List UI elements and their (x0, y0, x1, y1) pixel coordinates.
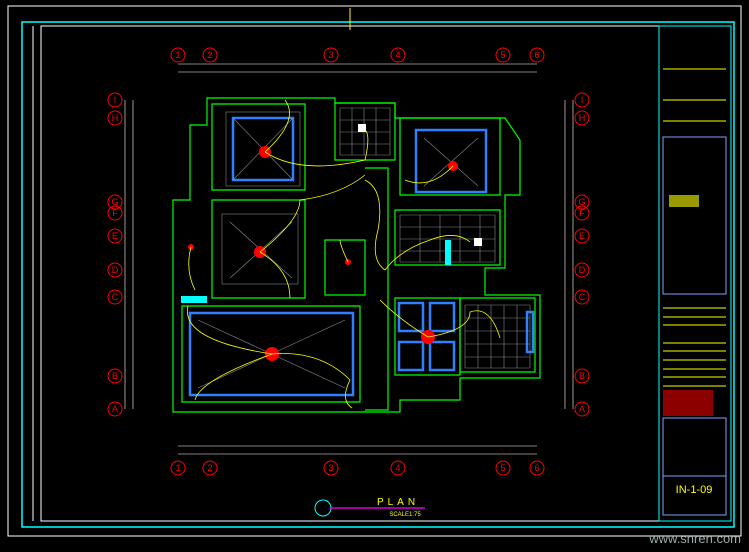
wiring (186, 99, 501, 409)
tb-notes (663, 390, 713, 416)
grid-bubble (107, 262, 123, 278)
grid-bubble (170, 460, 186, 476)
grid-bubble (202, 47, 218, 63)
grid-bubble (529, 460, 545, 476)
grid-bubble (202, 460, 218, 476)
border-frame (21, 21, 735, 528)
grid-label: 5 (500, 463, 505, 473)
grid-label: 2 (207, 463, 212, 473)
exhaust-fan (474, 238, 482, 246)
grid-bubble (323, 460, 339, 476)
grid-bubble (574, 92, 590, 108)
grid-bubble (529, 47, 545, 63)
tb-project-name (669, 195, 699, 207)
grid-label: A (112, 404, 118, 414)
grid-label: 6 (534, 463, 539, 473)
grid-bubble (107, 194, 123, 210)
plan-title: PLAN (377, 497, 419, 508)
sheet-number: IN-1-09 (676, 484, 713, 496)
grid-bubble (574, 228, 590, 244)
grid-label: I (581, 95, 584, 105)
grid-bubble (323, 47, 339, 63)
grid-label: F (112, 208, 118, 218)
grid-bubble (107, 401, 123, 417)
grid-bubble (107, 110, 123, 126)
grid-bubble (574, 262, 590, 278)
grid-label: I (114, 95, 117, 105)
grid-bubble (107, 92, 123, 108)
grid-label: B (112, 371, 118, 381)
grid-bubble (574, 289, 590, 305)
grid-label: H (112, 113, 119, 123)
grid-label: D (579, 265, 586, 275)
outer-frame (7, 5, 742, 537)
grid-label: F (579, 208, 585, 218)
grid-label: E (112, 231, 118, 241)
tb-sheet-box (662, 417, 727, 516)
tb-project-box (662, 136, 727, 295)
grid-label: 2 (207, 50, 212, 60)
grid-label: 6 (534, 50, 539, 60)
grid-bubble (390, 47, 406, 63)
grid-label: C (579, 292, 586, 302)
floor-plan (172, 97, 541, 413)
grid-label: 5 (500, 50, 505, 60)
grid-bubble (495, 460, 511, 476)
grid-label: G (578, 197, 585, 207)
window (445, 240, 451, 265)
window (181, 296, 207, 303)
grid-bubble (574, 401, 590, 417)
grid-label: A (579, 404, 585, 414)
grid-label: 1 (175, 463, 180, 473)
title-bubble (314, 499, 332, 517)
grid-label: 3 (328, 50, 333, 60)
grid-bubble (574, 368, 590, 384)
grid-label: G (111, 197, 118, 207)
grid-label: 3 (328, 463, 333, 473)
grid-bubble (390, 460, 406, 476)
exhaust-fan (358, 124, 366, 132)
grid-bubble (107, 368, 123, 384)
inner-frame (40, 25, 732, 522)
grid-bubble (574, 110, 590, 126)
watermark: www.snren.com (649, 531, 741, 546)
grid-bubble (107, 289, 123, 305)
grid-label: C (112, 292, 119, 302)
grid-bubble (107, 205, 123, 221)
grid-bubble (495, 47, 511, 63)
grid-label: 4 (395, 463, 400, 473)
grid-label: H (579, 113, 586, 123)
grid-bubble (170, 47, 186, 63)
grid-label: D (112, 265, 119, 275)
grid-label: B (579, 371, 585, 381)
plan-scale: SCALE1:75 (389, 512, 421, 518)
grid-label: E (579, 231, 585, 241)
grid-label: 1 (175, 50, 180, 60)
grid-bubble (574, 194, 590, 210)
grid-label: 4 (395, 50, 400, 60)
grid-bubble (574, 205, 590, 221)
ceiling-patterns (197, 107, 531, 389)
light-fixtures (188, 146, 458, 361)
title-block (658, 25, 732, 522)
grid-bubble (107, 228, 123, 244)
